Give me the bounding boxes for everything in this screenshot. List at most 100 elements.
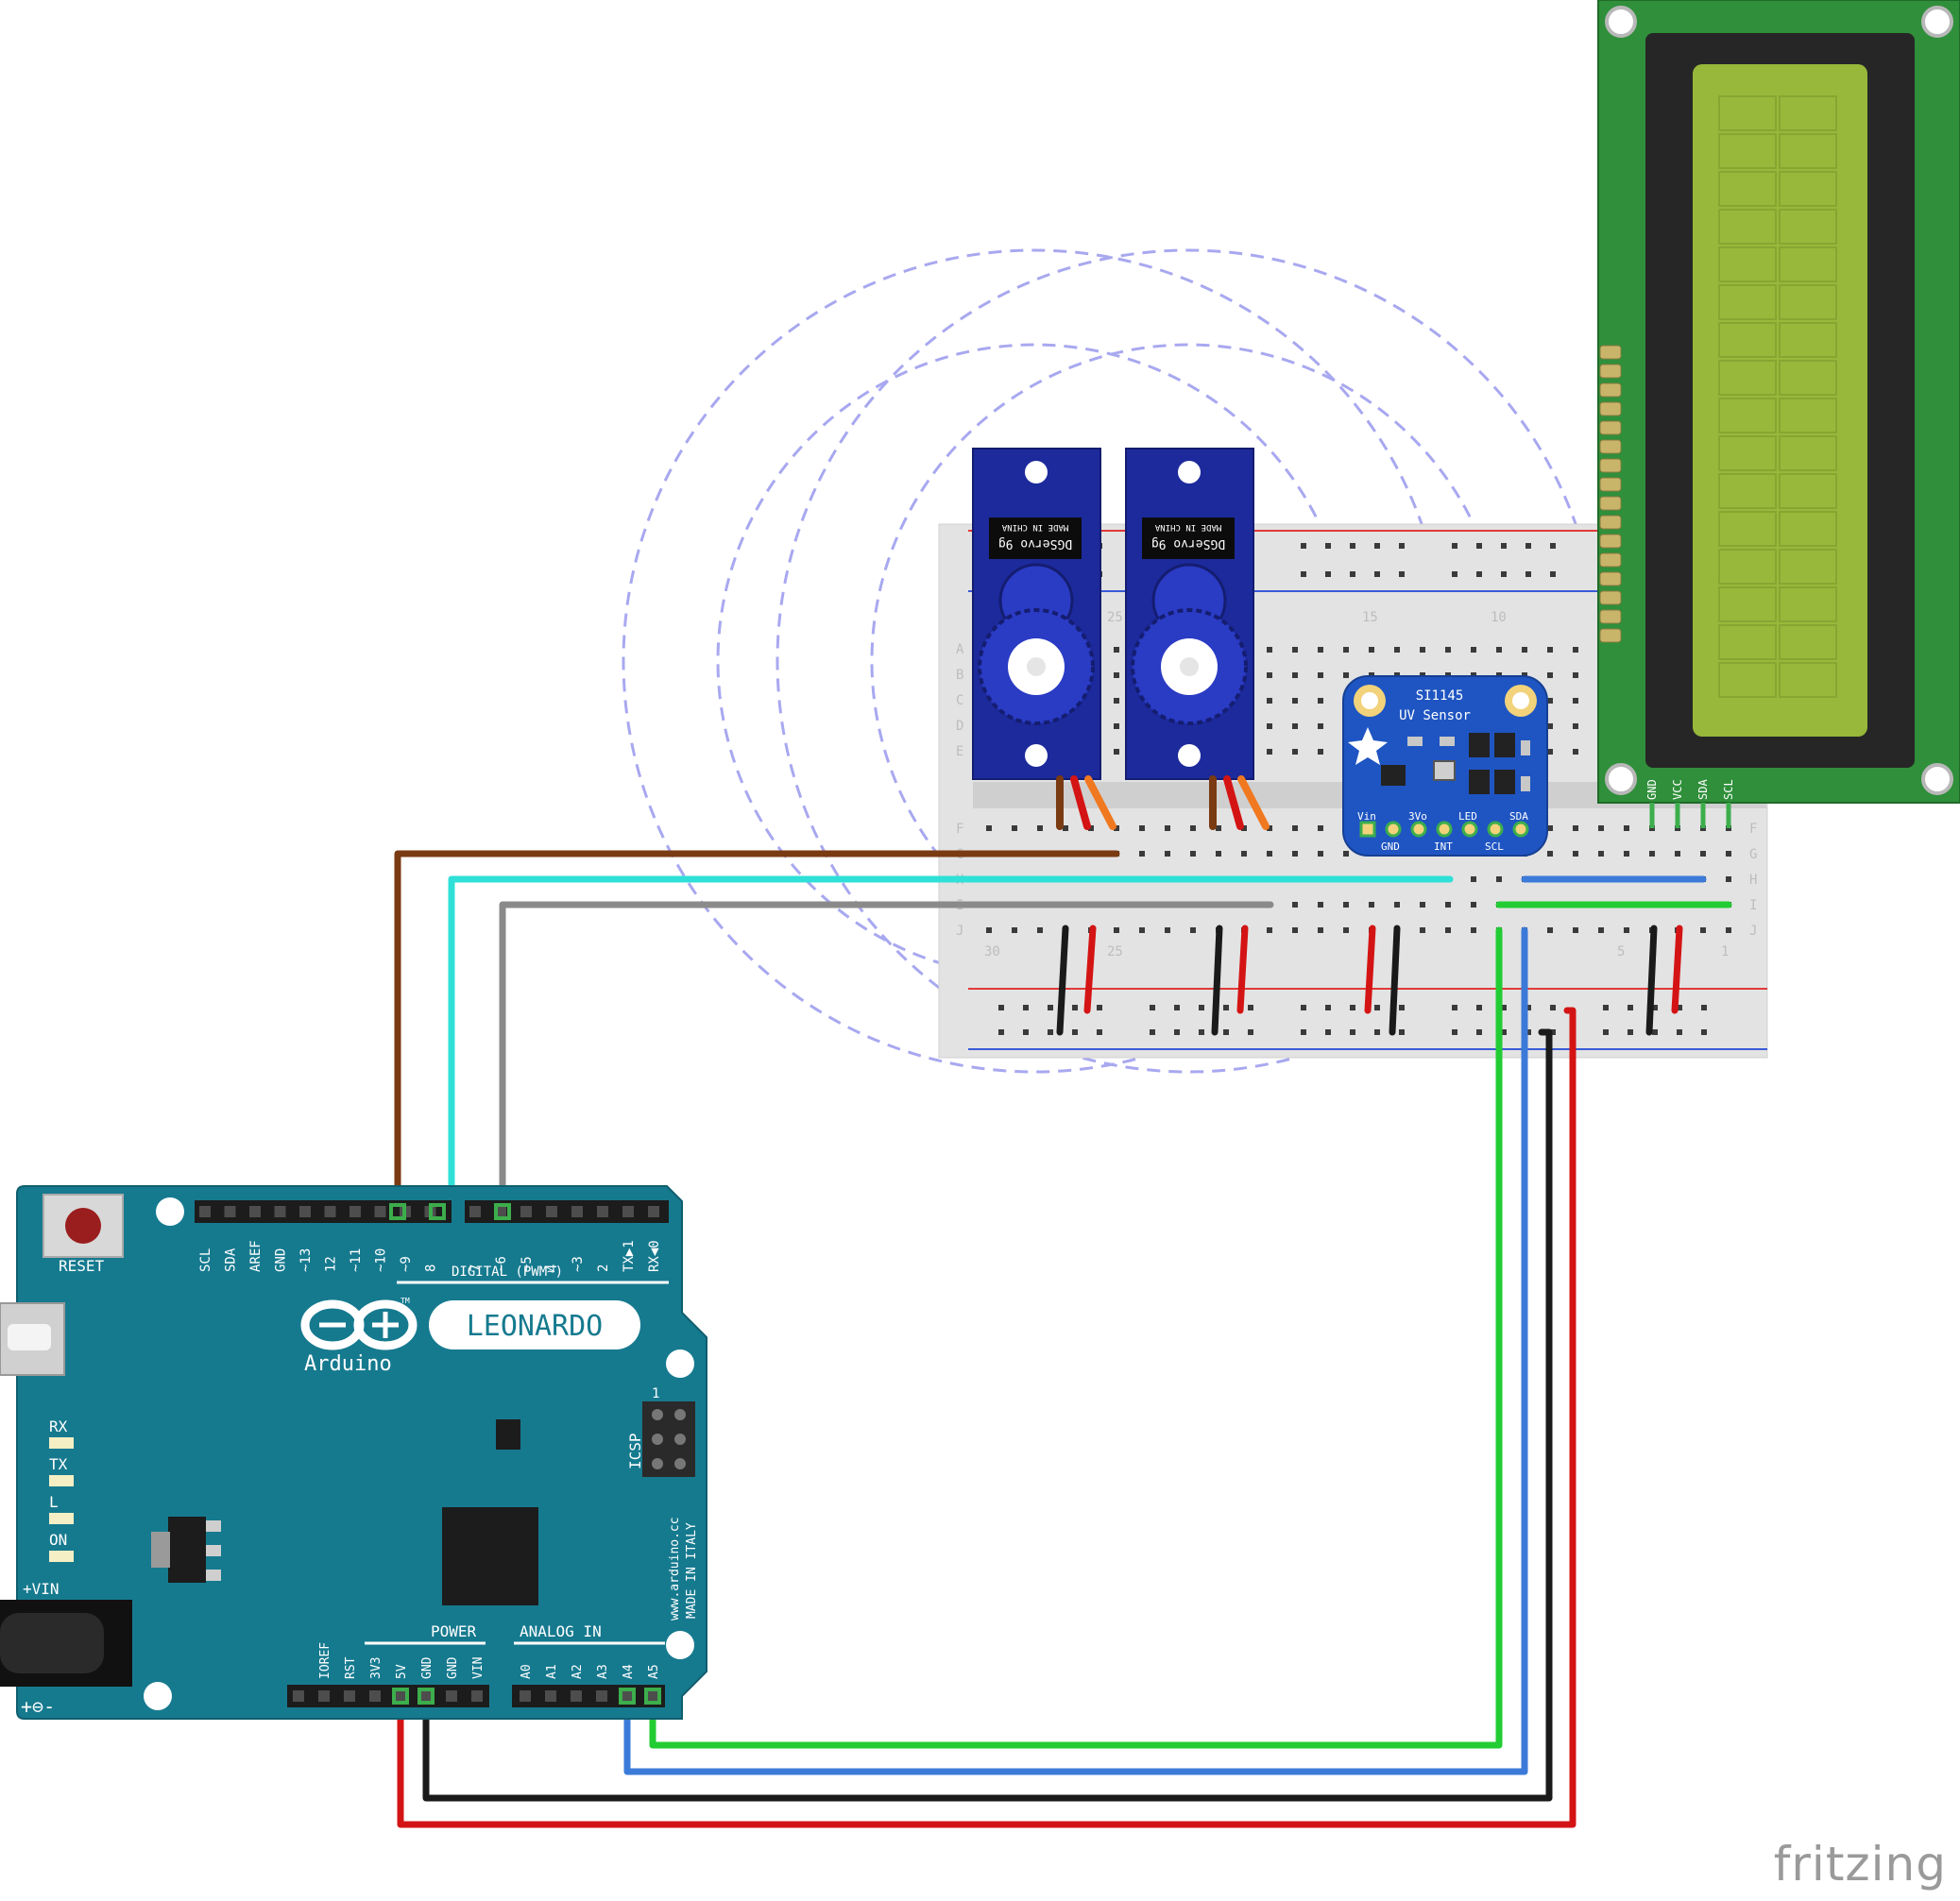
uv-pin-pad	[1436, 821, 1453, 838]
header-pin[interactable]	[471, 1690, 483, 1702]
lcd-char-cell	[1718, 209, 1777, 245]
endpoint-gnd	[418, 1688, 435, 1705]
header-pin[interactable]	[446, 1690, 457, 1702]
digital-pin[interactable]	[349, 1206, 361, 1217]
lcd-header-pin	[1599, 590, 1622, 605]
breadboard-hole	[1267, 647, 1272, 653]
header-pin[interactable]	[318, 1690, 330, 1702]
bb-row-a: A	[956, 642, 964, 657]
breadboard-hole	[1012, 825, 1017, 831]
endpoint-d8	[429, 1203, 446, 1220]
lcd-mount-hole	[1605, 6, 1637, 38]
breadboard-hole	[1292, 825, 1298, 831]
uv-sensor-breakout: SI1145 UV Sensor Vin 3Vo LED SDA GND INT…	[1342, 675, 1548, 857]
led-label-tx: TX	[49, 1455, 68, 1473]
breadboard-hole	[1267, 825, 1272, 831]
digital-pin[interactable]	[469, 1206, 481, 1217]
bb-row-j: J	[956, 924, 963, 939]
digital-pin[interactable]	[274, 1206, 286, 1217]
lcd-header-pin	[1599, 552, 1622, 568]
rail-hole	[998, 1005, 1004, 1010]
digital-pin[interactable]	[224, 1206, 236, 1217]
header-pin[interactable]	[545, 1690, 556, 1702]
voltage-regulator-lead	[206, 1570, 221, 1581]
servo-motor-1: DGServo 9g MADE IN CHINA	[972, 448, 1116, 830]
digital-pin[interactable]	[648, 1206, 659, 1217]
breadboard-hole	[1292, 902, 1298, 908]
digital-pin[interactable]	[622, 1206, 634, 1217]
servo-mount-hole	[1178, 461, 1201, 484]
header-pin[interactable]	[293, 1690, 304, 1702]
breadboard-hole	[1726, 927, 1731, 933]
digital-pin[interactable]	[299, 1206, 311, 1217]
arduino-mount-hole	[666, 1631, 694, 1659]
bb-row-i-right: I	[1749, 898, 1757, 913]
bb-row-c: C	[956, 693, 963, 708]
digital-pin[interactable]	[571, 1206, 583, 1217]
rail-hole	[1452, 571, 1457, 577]
header-pin[interactable]	[647, 1690, 658, 1702]
breadboard-hole	[1318, 723, 1323, 729]
led-label-rx: RX	[49, 1417, 68, 1435]
rail-hole	[1550, 1029, 1556, 1035]
header-pin[interactable]	[420, 1690, 432, 1702]
lcd-header-pin	[1599, 496, 1622, 511]
digital-pin[interactable]	[324, 1206, 336, 1217]
digital-pin[interactable]	[249, 1206, 261, 1217]
uv-pin-vin: Vin	[1357, 810, 1376, 823]
adafruit-flower-logo	[1348, 727, 1388, 765]
lcd-char-cell	[1779, 586, 1837, 622]
rail-hole	[1525, 1029, 1531, 1035]
rail-hole	[1374, 1005, 1380, 1010]
digital-pin[interactable]	[374, 1206, 386, 1217]
header-pin[interactable]	[369, 1690, 381, 1702]
breadboard-hole	[1547, 723, 1553, 729]
header-pin[interactable]	[344, 1690, 355, 1702]
rail-hole	[1501, 571, 1507, 577]
rail-hole	[1399, 571, 1405, 577]
digital-pin[interactable]	[199, 1206, 211, 1217]
reset-button-cap[interactable]	[65, 1208, 101, 1244]
digital-pin[interactable]	[597, 1206, 608, 1217]
uv-chip	[1469, 733, 1490, 757]
digital-pin[interactable]	[546, 1206, 557, 1217]
digital-pin[interactable]	[520, 1206, 532, 1217]
breadboard-hole	[1573, 851, 1578, 857]
digital-pin-label: ~10	[374, 1248, 389, 1272]
reset-label: RESET	[59, 1257, 105, 1275]
header-pin[interactable]	[596, 1690, 607, 1702]
breadboard-hole	[1267, 672, 1272, 678]
uv-sensor-subtitle: UV Sensor	[1399, 708, 1471, 723]
header-pin[interactable]	[622, 1690, 633, 1702]
voltage-regulator-lead	[206, 1545, 221, 1556]
uv-chip	[1494, 770, 1515, 794]
fritzing-watermark: fritzing	[1773, 1837, 1947, 1892]
rail-hole	[1628, 1005, 1633, 1010]
header-pin[interactable]	[571, 1690, 582, 1702]
lcd-char-cell	[1718, 133, 1777, 169]
servo-label-plate	[1142, 518, 1235, 559]
breadboard-hole	[1292, 647, 1298, 653]
reset-button[interactable]	[43, 1194, 124, 1258]
breadboard-hole	[1496, 647, 1502, 653]
rail-hole	[1677, 1005, 1682, 1010]
breadboard-hole	[1496, 876, 1502, 882]
lcd-char-cell	[1718, 284, 1777, 320]
status-leds: RX TX L ON	[49, 1417, 74, 1562]
header-pin[interactable]	[395, 1690, 406, 1702]
uv-mount-hole-inner	[1361, 692, 1378, 709]
breadboard-hole	[1216, 825, 1221, 831]
rail-hole	[1199, 1029, 1204, 1035]
rail-hole	[1603, 1005, 1609, 1010]
uv-resistor	[1440, 737, 1455, 746]
header-pin[interactable]	[520, 1690, 531, 1702]
endpoint-a5	[644, 1688, 661, 1705]
breadboard-hole	[1471, 647, 1476, 653]
jumper-black	[1645, 925, 1658, 1036]
breadboard-hole	[1624, 851, 1629, 857]
bb-row-f: F	[956, 822, 963, 837]
lcd-side-header	[1599, 345, 1622, 643]
digital-pin-label: ~9	[399, 1256, 414, 1272]
uv-pin-scl: SCL	[1485, 840, 1504, 853]
